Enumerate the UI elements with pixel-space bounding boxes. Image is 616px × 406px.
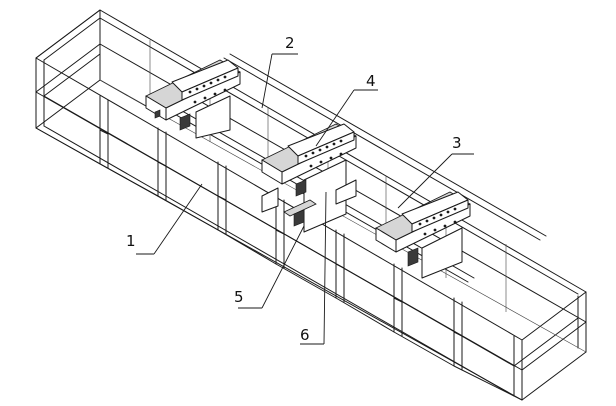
clamp-left-holes bbox=[188, 75, 227, 104]
lower-clamp-block bbox=[293, 209, 305, 227]
callout-4: 4 bbox=[366, 72, 376, 90]
clamp-right-block bbox=[407, 247, 419, 267]
clamp-left-bar bbox=[181, 67, 239, 101]
clamp-right-bar bbox=[411, 199, 469, 233]
leader-2 bbox=[261, 53, 298, 109]
frame-top-outline bbox=[35, 9, 587, 341]
clamp-unit-left bbox=[145, 59, 241, 139]
callout-3: 3 bbox=[452, 134, 462, 152]
rail-back bbox=[223, 57, 541, 241]
rail-back-inner bbox=[229, 53, 547, 237]
frame-right-end-mid bbox=[521, 321, 587, 371]
frame-left-end-mid bbox=[35, 43, 101, 93]
frame-left-end-mid-inner bbox=[43, 53, 101, 97]
frame-left-end-top bbox=[35, 9, 101, 59]
leader-5 bbox=[238, 225, 305, 309]
leader-lines bbox=[136, 53, 474, 345]
frame-left-end-bottom bbox=[35, 79, 101, 129]
leader-3 bbox=[397, 153, 474, 209]
callout-5: 5 bbox=[234, 288, 244, 306]
clamp-middle-bar bbox=[297, 131, 355, 165]
frame-right-end-mid-inner bbox=[513, 317, 579, 367]
lower-clamp-left bbox=[261, 187, 279, 213]
clamp-unit-middle bbox=[261, 123, 357, 233]
callout-6: 6 bbox=[300, 326, 310, 344]
clamp-left-block bbox=[179, 113, 191, 131]
frame-front-cross-members bbox=[35, 127, 523, 401]
callout-2: 2 bbox=[285, 34, 295, 52]
clamp-unit-right bbox=[375, 191, 471, 279]
clamp-middle-block bbox=[295, 179, 307, 197]
leader-6 bbox=[300, 191, 327, 345]
leader-4 bbox=[315, 89, 378, 147]
clamp-right-holes bbox=[418, 207, 457, 236]
leader-1 bbox=[136, 183, 203, 255]
lower-clamp-right bbox=[335, 179, 357, 205]
clamp-middle-holes bbox=[304, 139, 343, 168]
clamp-right-box bbox=[421, 227, 463, 279]
callout-1: 1 bbox=[126, 232, 136, 250]
frame-front-bottom-rail-inner bbox=[43, 125, 515, 397]
clamp-left-box bbox=[195, 95, 231, 139]
